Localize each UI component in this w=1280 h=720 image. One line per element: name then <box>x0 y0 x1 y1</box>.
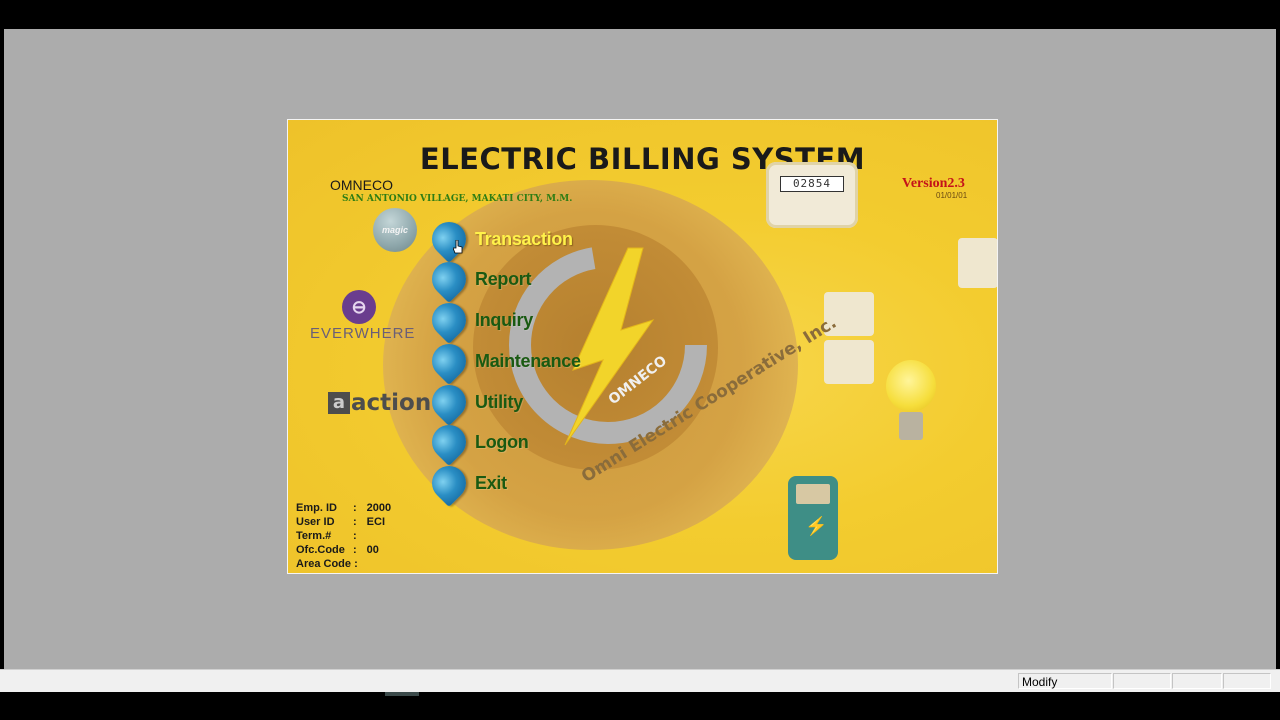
light-bulb-base-icon <box>899 412 923 440</box>
omneco-emblem-icon: OMNECO <box>509 246 707 446</box>
company-name: OMNECO <box>330 177 393 193</box>
ev-charger-icon: ⚡ <box>788 476 838 560</box>
meter-reading: 02854 <box>780 176 844 192</box>
water-drop-icon <box>424 254 474 304</box>
menu-item-maintenance[interactable]: Maintenance <box>424 336 581 386</box>
menu-item-exit[interactable]: Exit <box>424 458 507 508</box>
wall-outlet-icon <box>958 238 997 288</box>
water-drop-icon <box>424 295 474 345</box>
switch-icon <box>824 340 874 384</box>
action-logo-text: action <box>351 390 432 416</box>
water-drop-icon <box>424 417 474 467</box>
status-cell-4 <box>1223 673 1271 689</box>
charger-screen <box>796 484 830 504</box>
status-mode: Modify <box>1018 673 1112 689</box>
ofc-code-value: 00 <box>366 544 379 556</box>
everywhere-logo-icon: ⊖ <box>342 290 376 324</box>
electric-meter-icon: 02854 <box>766 162 858 228</box>
menu-item-inquiry[interactable]: Inquiry <box>424 295 533 345</box>
term-row: Term.#: <box>296 530 357 542</box>
emp-id-value: 2000 <box>366 502 392 514</box>
socket-icon <box>824 292 874 336</box>
water-drop-icon <box>424 336 474 386</box>
ofc-code-label: Ofc.Code <box>296 544 345 556</box>
magic-logo: magic <box>373 208 417 252</box>
term-label: Term.# <box>296 530 332 542</box>
lightning-icon: ⚡ <box>805 516 828 536</box>
menu-item-transaction[interactable]: Transaction <box>424 214 573 264</box>
area-code-label: Area Code <box>296 558 352 570</box>
version-label: Version2.3 <box>902 176 965 191</box>
everywhere-logo-text: EVERWHERE <box>310 325 416 342</box>
menu-label: Inquiry <box>475 309 533 330</box>
status-bar: Modify <box>0 669 1280 692</box>
emp-id-row: Emp. ID: 2000 <box>296 502 392 514</box>
ofc-code-row: Ofc.Code: 00 <box>296 544 379 556</box>
session-info: Emp. ID: 2000 User ID: ECI Term.#: Ofc.C… <box>296 501 391 571</box>
user-id-value: ECI <box>366 516 386 528</box>
taskbar-indicator <box>385 692 419 696</box>
menu-item-report[interactable]: Report <box>424 254 532 304</box>
area-code-row: Area Code : <box>296 558 358 570</box>
water-drop-icon <box>424 214 474 264</box>
company-address: SAN ANTONIO VILLAGE, MAKATI CITY, M.M. <box>342 194 573 204</box>
app-title: ELECTRIC BILLING SYSTEM <box>419 142 866 176</box>
menu-label: Utility <box>475 391 523 412</box>
menu-label: Maintenance <box>475 350 581 371</box>
menu-label: Report <box>475 268 532 289</box>
user-id-label: User ID <box>296 516 335 528</box>
splash-window: OMNECO ELECTRIC BILLING SYSTEM OMNECO SA… <box>287 119 998 574</box>
emp-id-label: Emp. ID <box>296 502 337 514</box>
version-date: 01/01/01 <box>936 191 968 200</box>
status-cell-2 <box>1113 673 1171 689</box>
menu-label: Exit <box>475 472 507 493</box>
menu-item-logon[interactable]: Logon <box>424 417 529 467</box>
water-drop-icon <box>424 377 474 427</box>
status-cell-3 <box>1172 673 1222 689</box>
light-bulb-icon <box>886 360 936 412</box>
user-id-row: User ID: ECI <box>296 516 386 528</box>
menu-label: Logon <box>475 431 529 452</box>
water-drop-icon <box>424 458 474 508</box>
action-logo-mark: a <box>328 392 350 414</box>
hand-cursor-icon <box>453 240 463 254</box>
menu-label: Transaction <box>475 228 573 249</box>
menu-item-utility[interactable]: Utility <box>424 377 523 427</box>
